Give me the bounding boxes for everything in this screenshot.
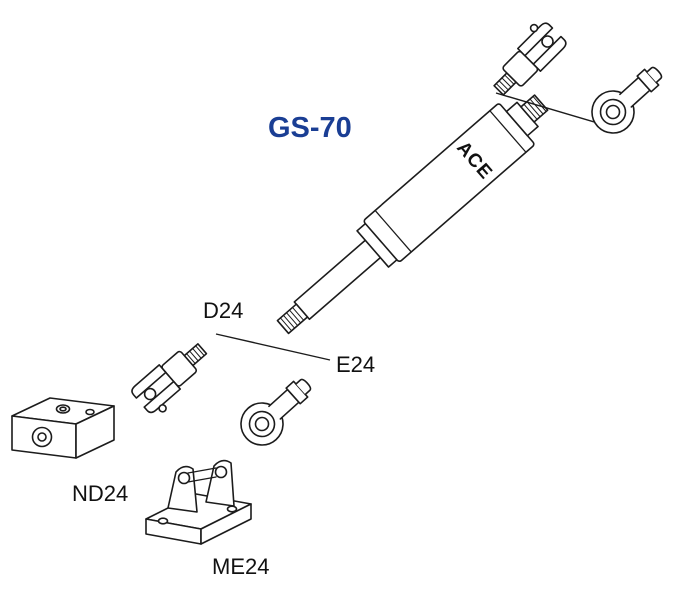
rod-end-top-illustration	[582, 54, 674, 143]
clevis-top-illustration	[482, 15, 569, 103]
label-d24: D24	[203, 298, 243, 323]
diagram-title: GS-70	[268, 112, 352, 144]
piston-rod	[293, 235, 386, 321]
cylinder-body	[363, 103, 535, 263]
label-nd24: ND24	[72, 481, 128, 506]
clevis-d24-illustration	[129, 335, 218, 421]
clamp-block-illustration	[11, 397, 115, 459]
rod-end-e24-illustration	[231, 366, 323, 455]
gas-spring-illustration: ACE	[276, 94, 549, 335]
label-e24: E24	[336, 352, 375, 377]
label-me24: ME24	[212, 554, 269, 579]
rod-thread	[276, 303, 309, 335]
leader-line-bottom-accessories	[215, 333, 331, 361]
mounting-bracket-illustration	[145, 459, 252, 545]
